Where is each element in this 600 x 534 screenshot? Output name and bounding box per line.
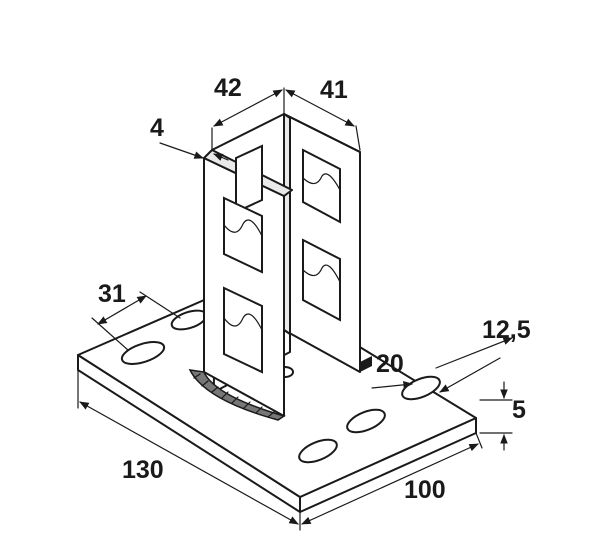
dim-label-42: 42 xyxy=(214,74,242,102)
dim-line-20 xyxy=(371,381,413,389)
front-flange-slot-lower xyxy=(223,286,263,374)
right-flange-slot-upper xyxy=(302,148,341,224)
dim-label-130: 130 xyxy=(122,456,164,484)
dim-line-31 xyxy=(97,295,147,325)
dim-label-20: 20 xyxy=(376,350,404,378)
dim-line-4 xyxy=(159,142,204,159)
weld-mark-right xyxy=(360,356,372,372)
front-flange-slot-upper xyxy=(223,196,263,274)
dim-line-130 xyxy=(79,401,299,525)
post-slots xyxy=(223,144,341,374)
dimension-labels: 42 41 4 31 12,5 20 5 130 100 xyxy=(98,74,531,504)
right-flange-slot-lower xyxy=(302,238,341,322)
slot-right-middle xyxy=(346,408,386,434)
dim-label-31: 31 xyxy=(98,280,126,308)
back-flange-slot-upper xyxy=(235,144,263,214)
dim-label-12-5: 12,5 xyxy=(482,316,531,344)
dim-line-42 xyxy=(213,89,283,127)
dimension-lines xyxy=(77,87,513,531)
dim-label-4: 4 xyxy=(150,114,164,142)
dim-line-12-5 xyxy=(435,337,513,369)
dim-line-41 xyxy=(285,89,355,127)
dim-label-5: 5 xyxy=(512,396,526,424)
slot-right-back xyxy=(401,375,441,401)
dim-label-41: 41 xyxy=(320,76,348,104)
slot-front-left xyxy=(120,341,166,365)
dim-line-100 xyxy=(301,443,479,525)
post-right-flange xyxy=(283,113,361,373)
dim-label-100: 100 xyxy=(404,476,446,504)
